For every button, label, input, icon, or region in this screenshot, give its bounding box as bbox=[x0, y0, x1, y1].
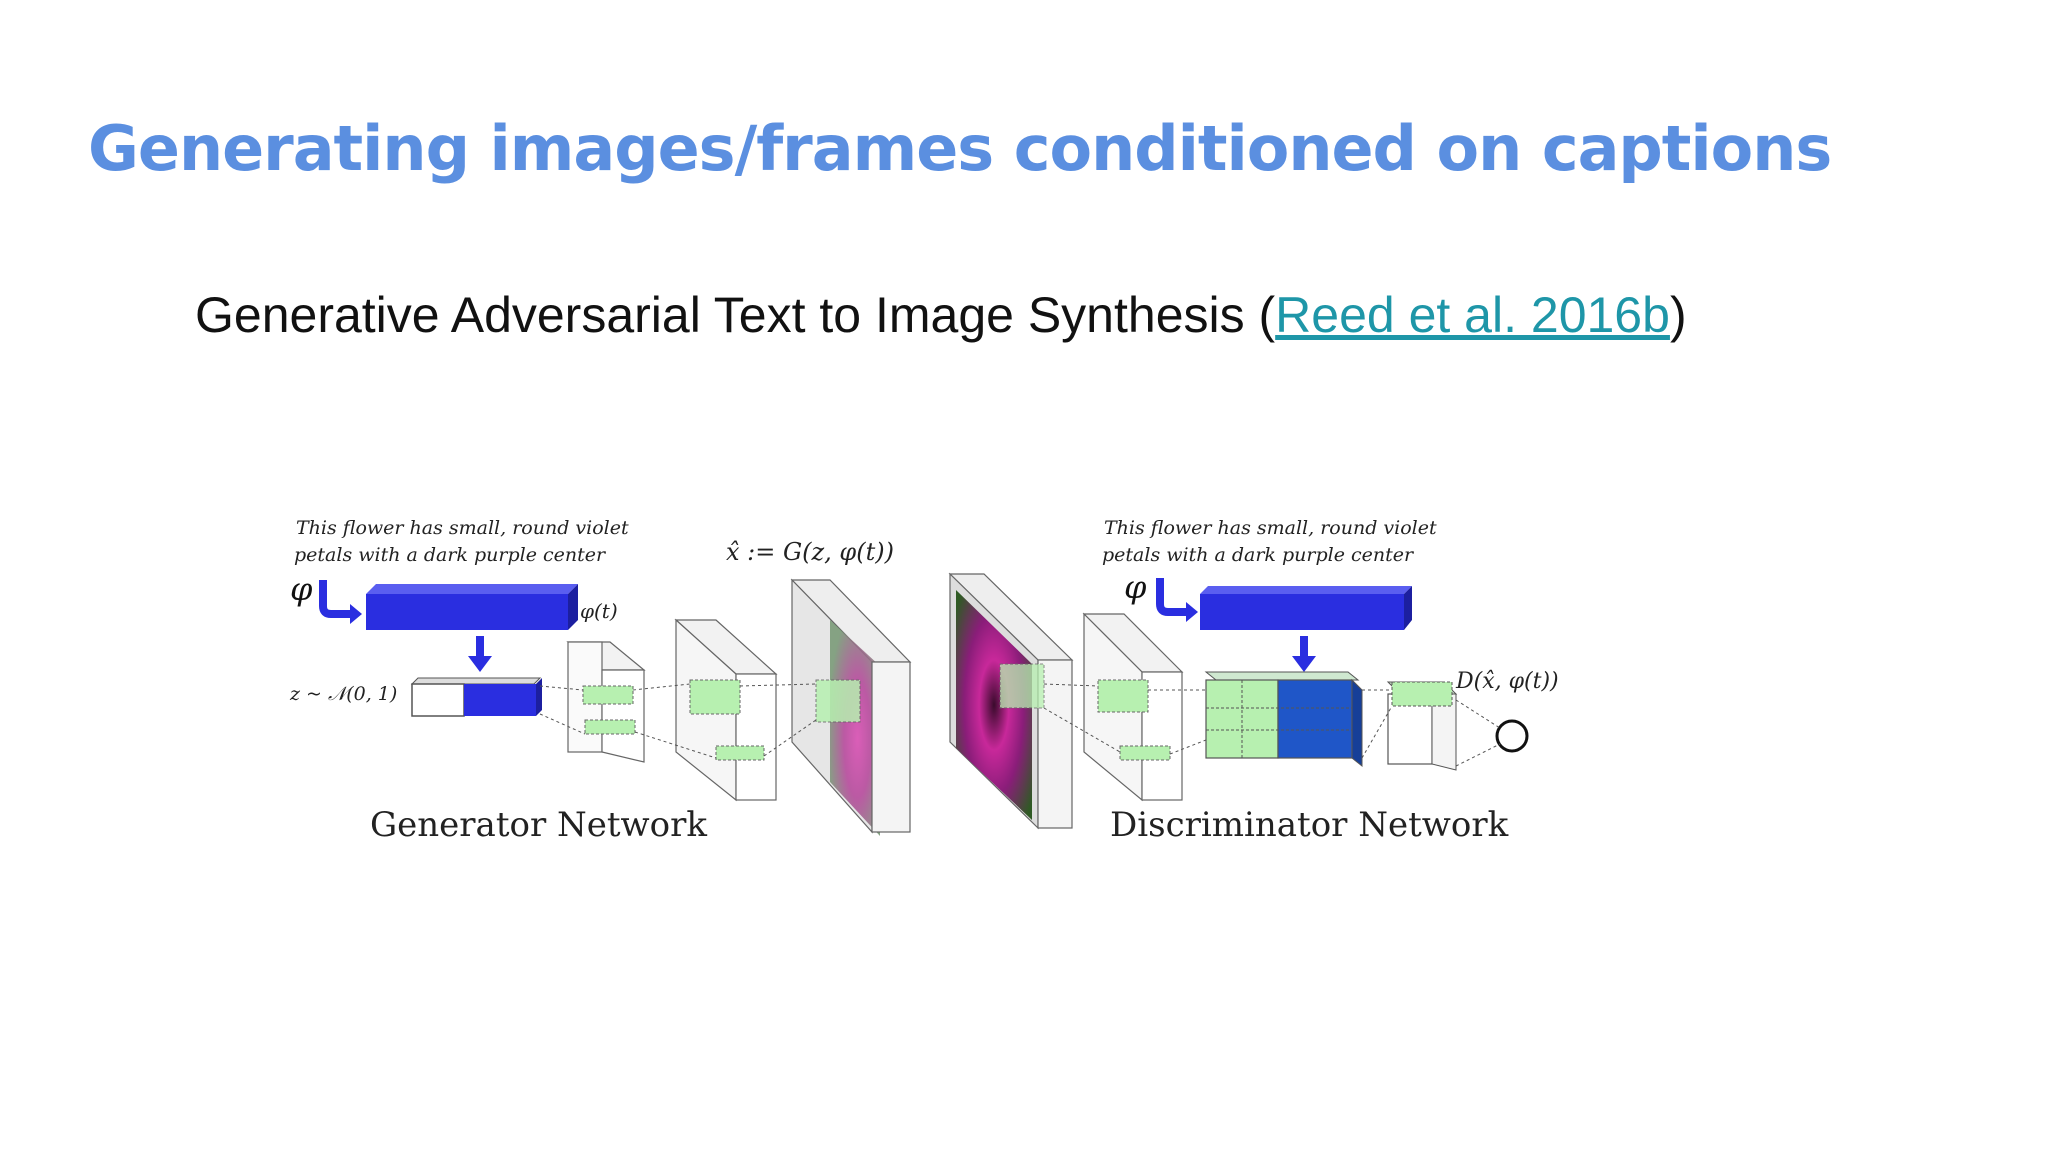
phi-t-label: φ(t) bbox=[580, 599, 618, 623]
generator-network-label: Generator Network bbox=[370, 805, 707, 845]
generator-layer-1 bbox=[566, 641, 646, 763]
discriminator-caption-line-2: petals with a dark purple center bbox=[1102, 544, 1415, 566]
generator-caption-line-1: This flower has small, round violet bbox=[296, 517, 629, 539]
generator-connectors bbox=[539, 683, 817, 759]
down-arrow-head-discriminator bbox=[1292, 656, 1316, 672]
discriminator-caption: This flower has small, round violet peta… bbox=[1102, 517, 1437, 566]
concat-feature-block bbox=[1204, 671, 1363, 768]
phi-symbol-discriminator: φ bbox=[1124, 568, 1147, 606]
discriminator-layer-1 bbox=[1082, 612, 1184, 802]
generator-layer-2 bbox=[674, 618, 778, 802]
discriminator-output-label: D(x̂, φ(t)) bbox=[1455, 669, 1559, 694]
generator-caption-line-2: petals with a dark purple center bbox=[294, 544, 607, 566]
paper-title: Generative Adversarial Text to Image Syn… bbox=[195, 287, 1245, 343]
paren-close: ) bbox=[1669, 287, 1687, 343]
embed-arrow-discriminator bbox=[1156, 578, 1186, 616]
embed-arrow-generator bbox=[319, 580, 350, 618]
embed-arrowhead-generator bbox=[350, 604, 362, 624]
discriminator-output-node bbox=[1495, 719, 1529, 753]
discriminator-connectors bbox=[1043, 683, 1501, 767]
discriminator-caption-line-1: This flower has small, round violet bbox=[1104, 517, 1437, 539]
paren-open: ( bbox=[1258, 287, 1276, 343]
discriminator-final-layer bbox=[1386, 681, 1458, 771]
noise-label: z ~ 𝒩(0, 1) bbox=[289, 683, 397, 705]
text-embedding-generator bbox=[366, 584, 578, 630]
down-arrow-shaft-generator bbox=[476, 636, 484, 658]
slide-subtitle: Generative Adversarial Text to Image Syn… bbox=[195, 286, 1687, 344]
generator-output-label: x̂ := G(z, φ(t)) bbox=[726, 538, 894, 566]
text-embedding-discriminator bbox=[1200, 586, 1412, 630]
discriminator-input-image bbox=[948, 572, 1074, 830]
down-arrow-head-generator bbox=[468, 656, 492, 672]
generator-caption: This flower has small, round violet peta… bbox=[294, 517, 629, 566]
citation-link[interactable]: Reed et al. 2016b bbox=[1275, 287, 1670, 343]
down-arrow-shaft-discriminator bbox=[1300, 636, 1308, 658]
generated-image bbox=[790, 578, 912, 836]
slide-title: Generating images/frames conditioned on … bbox=[88, 112, 1832, 185]
embed-arrowhead-discriminator bbox=[1186, 602, 1198, 622]
phi-symbol-generator: φ bbox=[290, 570, 313, 608]
noise-concat-vector bbox=[410, 677, 542, 717]
discriminator-network-label: Discriminator Network bbox=[1110, 805, 1509, 845]
